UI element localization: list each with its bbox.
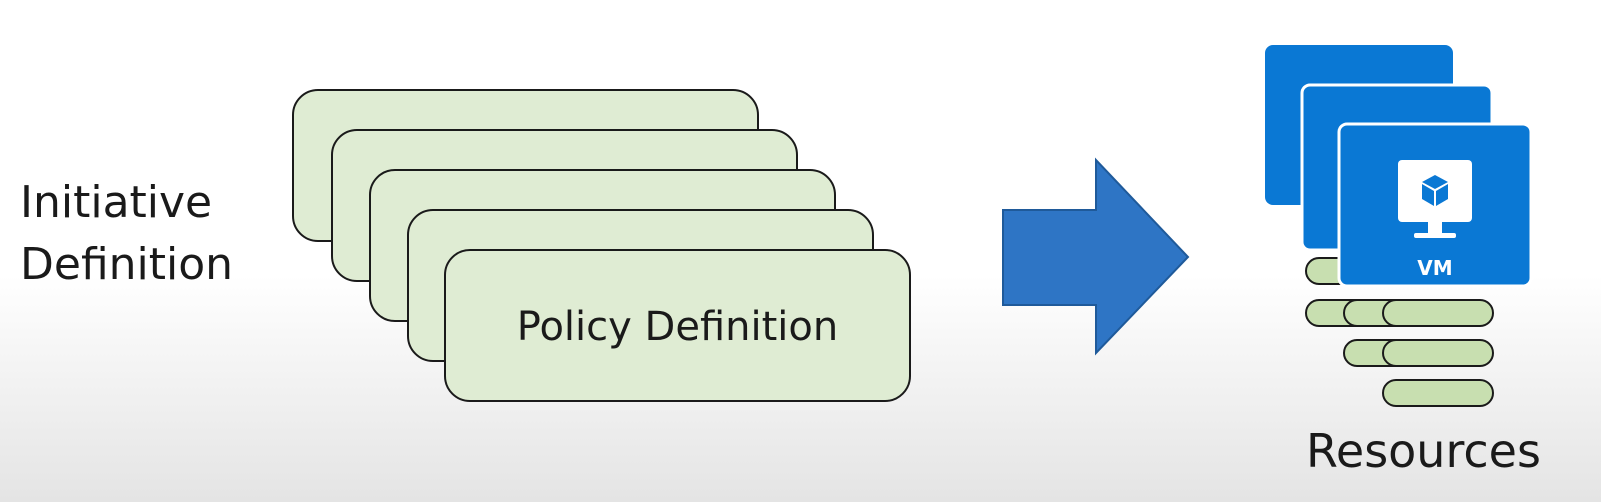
- initiative-label-line1: Initiative: [20, 177, 213, 228]
- disk-icon: [1382, 379, 1494, 407]
- disk-icon: [1382, 299, 1494, 327]
- initiative-definition-label: Initiative Definition: [20, 172, 233, 296]
- vm-label: VM: [1417, 256, 1452, 280]
- initiative-label-line2: Definition: [20, 239, 234, 290]
- disk-icon: [1382, 339, 1494, 367]
- policy-card-front: Policy Definition: [444, 249, 911, 402]
- resources-label: Resources: [1306, 424, 1541, 478]
- policy-definition-label: Policy Definition: [516, 303, 839, 350]
- cube-icon: [1422, 175, 1448, 206]
- right-arrow-icon: [1002, 157, 1190, 356]
- vm-tiles: VM: [1265, 45, 1533, 288]
- vm-monitor-icon: [1398, 160, 1472, 238]
- resources-stack: VM: [1265, 45, 1533, 407]
